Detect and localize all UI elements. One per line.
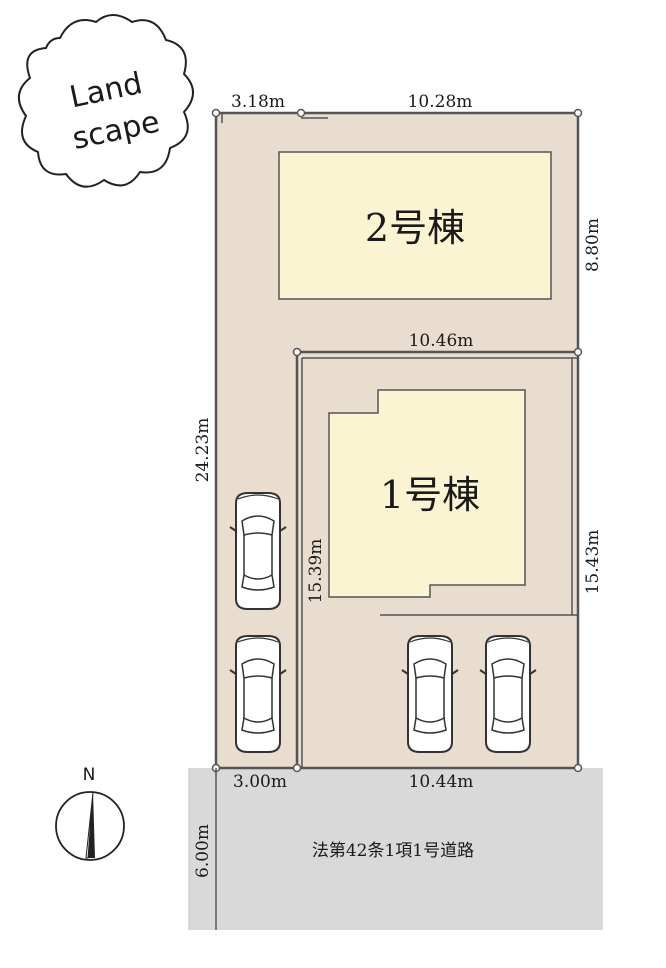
corner-markers bbox=[211, 108, 583, 773]
dim-lot1-left: 15.39m bbox=[306, 539, 326, 604]
dim-bottom-left: 3.00m bbox=[233, 772, 287, 792]
car-icon bbox=[401, 635, 459, 753]
dim-left-total: 24.23m bbox=[193, 418, 213, 483]
compass-icon bbox=[55, 791, 125, 861]
logo: Land scape bbox=[18, 14, 194, 188]
road-label: 法第42条1項1号道路 bbox=[312, 841, 474, 861]
dim-right-upper: 8.80m bbox=[583, 218, 603, 272]
car-icon bbox=[479, 635, 537, 753]
car-icon bbox=[229, 492, 287, 610]
car-icon bbox=[229, 635, 287, 753]
dim-bottom-right: 10.44m bbox=[409, 772, 474, 792]
building-2-label: 2号棟 bbox=[365, 206, 465, 250]
road-area bbox=[189, 768, 603, 930]
logo-cloud-icon bbox=[18, 14, 194, 188]
dim-top-right: 10.28m bbox=[408, 92, 473, 112]
dim-top-left: 3.18m bbox=[231, 92, 285, 112]
dim-road-width: 6.00m bbox=[193, 824, 213, 878]
dim-right-lower: 15.43m bbox=[583, 530, 603, 595]
building-1 bbox=[328, 389, 526, 598]
building-2 bbox=[278, 151, 552, 300]
dim-middle-boundary: 10.46m bbox=[409, 331, 474, 351]
building-1-label: 1号棟 bbox=[380, 473, 480, 517]
compass-north-label: N bbox=[83, 765, 96, 785]
